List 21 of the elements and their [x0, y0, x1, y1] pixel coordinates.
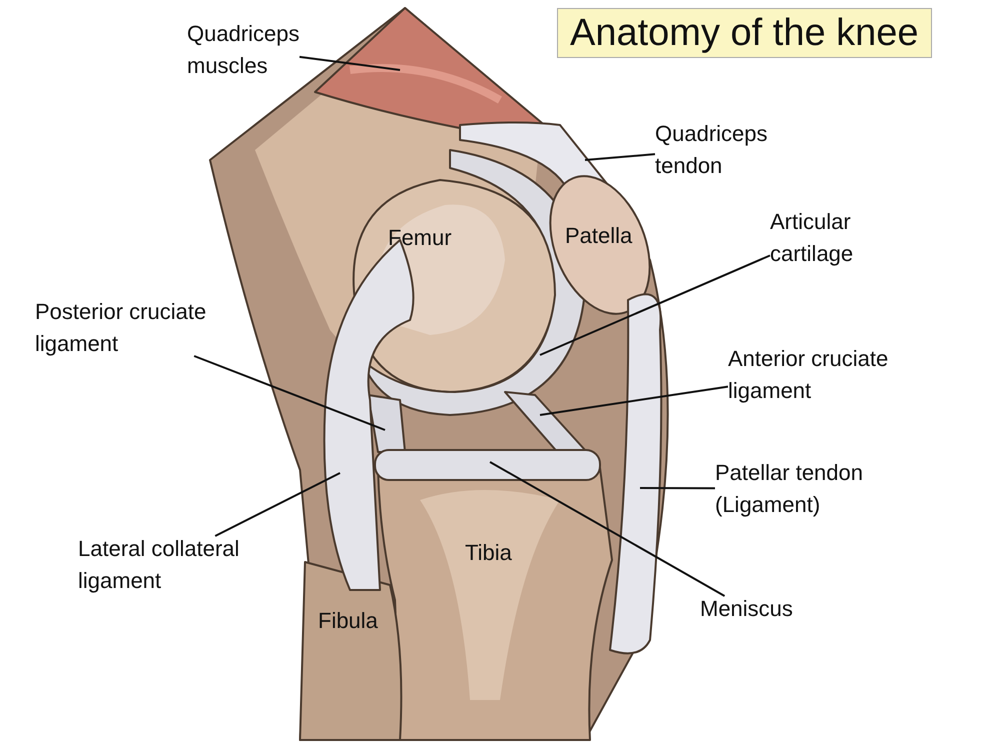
bone-label: Tibia	[465, 539, 512, 567]
part-label: Quadriceps muscles	[187, 18, 337, 82]
bone-label: Patella	[565, 222, 632, 250]
part-label: Anterior cruciate ligament	[728, 343, 948, 407]
bone-label: Femur	[388, 224, 452, 252]
leader-line	[584, 153, 656, 161]
part-label: Posterior cruciate ligament	[35, 296, 265, 360]
part-label: Articular cartilage	[770, 206, 890, 270]
title-banner: Anatomy of the knee	[557, 8, 932, 58]
part-label: Meniscus	[700, 593, 820, 625]
leader-line	[194, 355, 386, 431]
leader-line	[490, 461, 726, 597]
leader-line	[299, 56, 400, 71]
bone-label: Fibula	[318, 607, 378, 635]
leader-line	[540, 386, 728, 416]
part-label: Lateral collateral ligament	[78, 533, 278, 597]
leader-line	[540, 254, 770, 356]
part-label: Quadriceps tendon	[655, 118, 785, 182]
leader-line	[214, 472, 340, 537]
part-label: Patellar tendon (Ligament)	[715, 457, 905, 521]
leader-line	[640, 487, 715, 490]
